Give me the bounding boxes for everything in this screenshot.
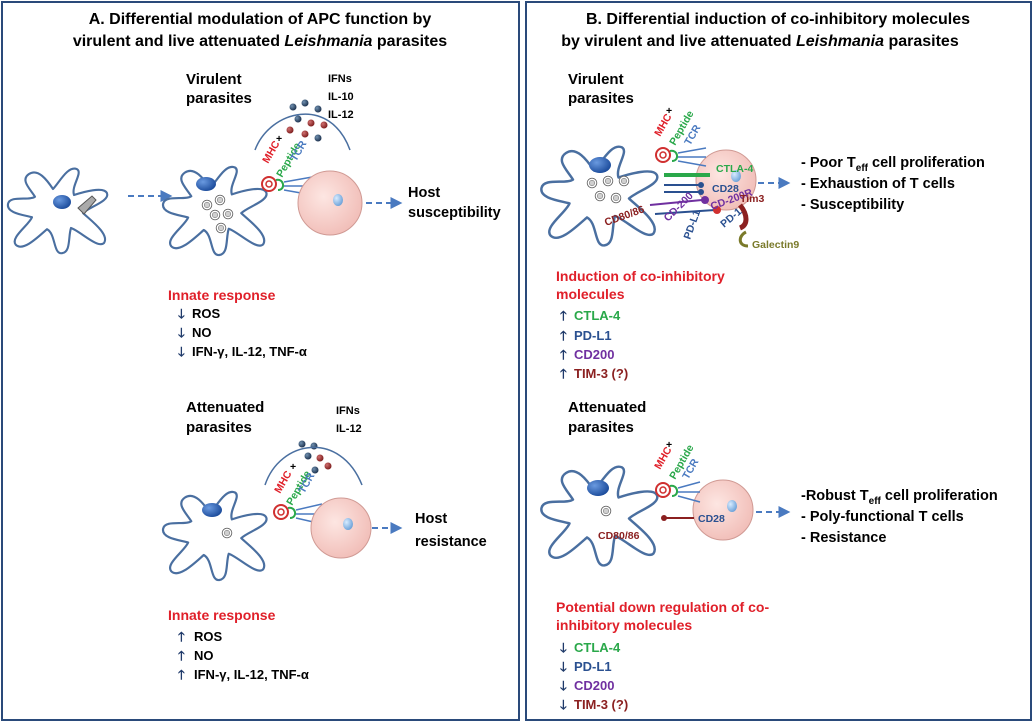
panel-b-downreg-title-line2: inhibitory molecules [556, 617, 692, 633]
panel-b-title-line2: by virulent and live attenuated Leishman… [561, 33, 959, 50]
panel-b-outcome-polyfunctional: - Poly-functional T cells [801, 509, 964, 525]
panel-a-cytokine-balls-virulent [286, 99, 328, 142]
panel-a-virulent-label-line2: parasites [186, 90, 252, 107]
panel-a-innate-virulent-title: Innate response [168, 287, 276, 303]
cd28-label: CD28 [698, 513, 725, 525]
receptor-complex-b2 [655, 481, 701, 521]
svg-text:CTLA-4: CTLA-4 [574, 308, 621, 323]
panel-b-attenuated-label-line1: Attenuated [568, 399, 646, 416]
panel-a-border [1, 1, 520, 721]
panel-b-virulent-label-line2: parasites [568, 90, 634, 107]
receptor-complex-b1 [649, 147, 749, 248]
down-arrow-icon: 🡓 [560, 640, 567, 655]
plus-label: + [666, 439, 672, 451]
down-arrow-icon: 🡓 [178, 344, 185, 359]
up-arrow-icon: 🡑 [560, 347, 567, 362]
svg-text:IFN-γ, IL-12, TNF-α: IFN-γ, IL-12, TNF-α [194, 667, 309, 682]
svg-text:CTLA-4: CTLA-4 [574, 640, 621, 655]
svg-text:PD-L1: PD-L1 [574, 659, 612, 674]
svg-text:TIM-3 (?): TIM-3 (?) [574, 697, 628, 712]
t-cell [297, 170, 363, 236]
panel-a-outcome-attenuated-line2: resistance [415, 534, 487, 550]
up-arrow-icon: 🡑 [560, 366, 567, 381]
down-arrow-icon: 🡓 [178, 306, 185, 321]
panel-b-border [525, 1, 1032, 721]
up-arrow-icon: 🡑 [178, 667, 185, 682]
tim3-label: Tim3 [740, 193, 764, 205]
panel-b-induction-title-line2: molecules [556, 286, 625, 302]
svg-text:ROS: ROS [192, 306, 221, 321]
panel-a-outcome-attenuated-line1: Host [415, 511, 447, 527]
cd80-86-label: CD80/86 [598, 530, 640, 542]
galectin9-label: Galectin9 [752, 239, 799, 251]
panel-a-cytokine-2: IL-10 [328, 91, 354, 103]
svg-text:NO: NO [192, 325, 212, 340]
plus-label: + [290, 461, 296, 473]
nucleus [53, 195, 71, 209]
panel-b-outcome-susceptibility: - Susceptibility [801, 197, 904, 213]
svg-text:IFN-γ, IL-12, TNF-α: IFN-γ, IL-12, TNF-α [192, 344, 307, 359]
panel-b-downreg-title-line1: Potential down regulation of co- [556, 599, 769, 615]
ctla4-label: CTLA-4 [716, 163, 753, 175]
panel-b-virulent-label-line1: Virulent [568, 71, 624, 88]
panel-b-outcome-robust: -Robust Teff cell proliferation [801, 488, 998, 507]
svg-text:PD-L1: PD-L1 [574, 328, 612, 343]
up-arrow-icon: 🡑 [178, 648, 185, 663]
up-arrow-icon: 🡑 [178, 629, 185, 644]
plus-label: + [666, 105, 672, 117]
panel-b-outcome-exhaustion: - Exhaustion of T cells [801, 176, 955, 192]
panel-b-induction-title-line1: Induction of co-inhibitory [556, 268, 725, 284]
panel-a-title-line2: virulent and live attenuated Leishmania … [73, 33, 447, 50]
panel-b-outcome-poor: - Poor Teff cell proliferation [801, 155, 985, 174]
panel-b-attenuated-label-line2: parasites [568, 419, 634, 436]
panel-b-title-line1: B. Differential induction of co-inhibito… [586, 11, 970, 28]
nucleus [196, 177, 216, 191]
t-cell [695, 149, 757, 211]
svg-text:NO: NO [194, 648, 214, 663]
down-arrow-icon: 🡓 [560, 697, 567, 712]
up-arrow-icon: 🡑 [560, 308, 567, 323]
panel-a-attenuated-label-line2: parasites [186, 419, 252, 436]
down-arrow-icon: 🡓 [560, 678, 567, 693]
panel-a-cytokine-1: IFNs [328, 73, 352, 85]
nucleus [202, 503, 222, 517]
panel-b-outcome-resistance: - Resistance [801, 530, 886, 546]
panel-a-att-cytokine-2: IL-12 [336, 423, 362, 435]
up-arrow-icon: 🡑 [560, 328, 567, 343]
panel-b-induction-list: 🡑 CTLA-4 🡑 PD-L1 🡑 CD200 🡑 TIM-3 (?) [560, 308, 628, 381]
panel-a-virulent-label-line1: Virulent [186, 71, 242, 88]
panel-a-innate-attenuated-title: Innate response [168, 607, 276, 623]
panel-a-cytokine-balls-attenuated [298, 440, 332, 474]
panel-a-outcome-virulent-line1: Host [408, 185, 440, 201]
panel-a-innate-attenuated-list: 🡑 ROS 🡑 NO 🡑 IFN-γ, IL-12, TNF-α [178, 629, 309, 682]
parasite-icon [77, 195, 97, 215]
plus-label: + [276, 133, 282, 145]
down-arrow-icon: 🡓 [178, 325, 185, 340]
panel-a-innate-virulent-list: 🡓 ROS 🡓 NO 🡓 IFN-γ, IL-12, TNF-α [178, 306, 307, 359]
nucleus [587, 480, 609, 496]
panel-b-downreg-list: 🡓 CTLA-4 🡓 PD-L1 🡓 CD200 🡓 TIM-3 (?) [560, 640, 628, 712]
svg-text:CD200: CD200 [574, 678, 614, 693]
panel-a-attenuated-label-line1: Attenuated [186, 399, 264, 416]
dendritic-cell-uninfected [6, 167, 109, 255]
t-cell [310, 497, 372, 559]
down-arrow-icon: 🡓 [560, 659, 567, 674]
svg-text:ROS: ROS [194, 629, 223, 644]
panel-a-cytokine-3: IL-12 [328, 109, 354, 121]
cd28-label: CD28 [712, 183, 739, 195]
t-cell [692, 479, 754, 541]
panel-a-outcome-virulent-line2: susceptibility [408, 205, 501, 221]
panel-a-title-line1: A. Differential modulation of APC functi… [89, 11, 432, 28]
nucleus [589, 157, 611, 173]
panel-a-att-cytokine-1: IFNs [336, 405, 360, 417]
svg-text:CD200: CD200 [574, 347, 614, 362]
svg-text:TIM-3 (?): TIM-3 (?) [574, 366, 628, 381]
pdl1-label: PD-L1 [682, 208, 704, 241]
